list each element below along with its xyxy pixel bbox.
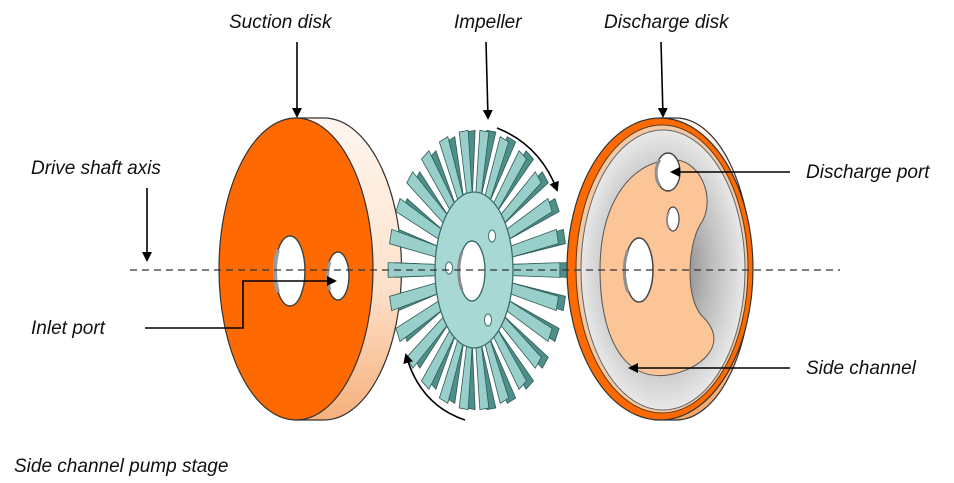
rotation-arrow-bottom [403, 353, 466, 421]
discharge-disk [566, 117, 754, 421]
impeller-arrow [482, 41, 493, 120]
discharge-port-label: Discharge port [806, 162, 930, 183]
rotation-arrow-top [496, 127, 559, 192]
suction-disk [218, 117, 403, 421]
impeller-label: Impeller [454, 12, 522, 33]
inlet-port-arrow [145, 276, 337, 329]
suction-disk-label: Suction disk [229, 12, 333, 33]
discharge-disk-arrow [657, 41, 668, 118]
side-channel-label: Side channel [806, 358, 917, 379]
diagram-caption: Side channel pump stage [14, 456, 228, 477]
impeller-shaft-hole [458, 240, 486, 302]
inlet-port-hole [326, 251, 350, 301]
discharge-inner-face [599, 159, 715, 377]
discharge-disk-label: Discharge disk [604, 12, 730, 33]
drive-shaft-axis-label: Drive shaft axis [31, 158, 161, 179]
inlet-port-label: Inlet port [31, 318, 106, 339]
impeller [387, 129, 568, 411]
